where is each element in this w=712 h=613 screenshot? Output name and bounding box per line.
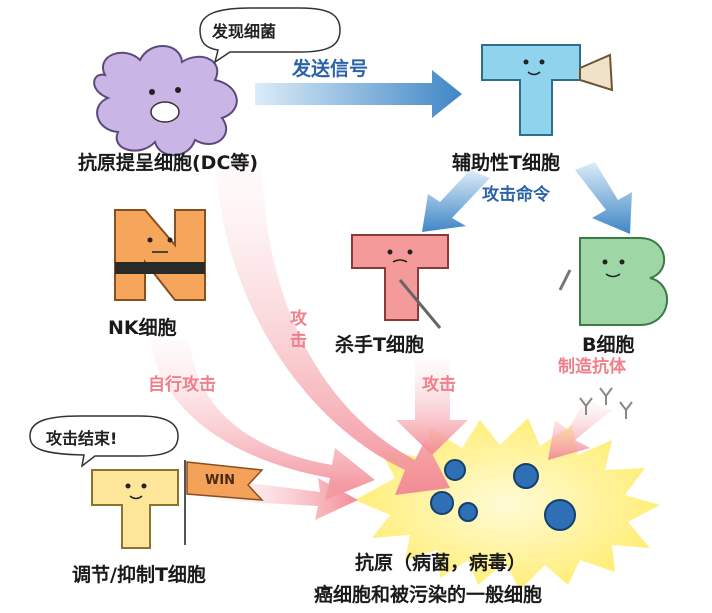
treg-cell	[91, 460, 264, 549]
wrench-icon	[558, 269, 572, 291]
make-antibody-label: 制造抗体	[558, 357, 626, 377]
arrow-command-left	[422, 170, 490, 232]
attack-label-dc: 攻击	[290, 309, 307, 351]
sword-icon	[398, 279, 442, 329]
killer-t-cell	[351, 234, 449, 329]
dc-cell-label: 抗原提呈细胞(DC等)	[78, 152, 259, 174]
helper-t-cell-label: 辅助性T细胞	[452, 152, 560, 174]
arrow-command-right	[575, 162, 632, 234]
b-cell	[558, 237, 668, 326]
helper-t-cell	[481, 44, 614, 136]
attack-command-label: 攻击命令	[482, 185, 550, 205]
virus-icon	[430, 491, 454, 515]
attack-label-killer: 攻击	[422, 375, 456, 395]
treg-speech-bubble	[29, 415, 179, 468]
b-cell-label: B细胞	[582, 334, 635, 356]
dc-speech-bubble	[199, 7, 341, 64]
nk-cell	[114, 209, 206, 301]
virus-group	[430, 459, 576, 531]
arrow-b-antibody	[548, 400, 612, 460]
antibody-icon	[579, 397, 593, 415]
virus-icon	[513, 463, 539, 489]
treg-speech-text: 攻击结束!	[46, 429, 118, 448]
antibody-icon	[619, 401, 633, 419]
virus-icon	[444, 459, 466, 481]
antibody-icon	[599, 387, 613, 405]
arrow-dc-attack	[215, 165, 450, 495]
dc-speech-text: 发现细菌	[212, 22, 277, 41]
dc-cell	[93, 45, 238, 157]
arrow-killer-attack	[396, 360, 468, 455]
treg-cell-label: 调节/抑制T细胞	[72, 564, 206, 586]
target-line1: 抗原（病菌，病毒）	[355, 552, 527, 574]
killer-t-cell-label: 杀手T细胞	[335, 334, 424, 356]
virus-icon	[458, 502, 478, 522]
target-line2: 癌细胞和被污染的一般细胞	[314, 584, 543, 606]
antibody-group	[579, 387, 633, 419]
nk-cell-label: NK细胞	[108, 317, 177, 339]
send-signal-label: 发送信号	[292, 58, 369, 80]
arrow-send-signal	[255, 70, 462, 118]
self-attack-label: 自行攻击	[148, 375, 216, 395]
win-flag-text: WIN	[205, 473, 236, 488]
megaphone-icon	[579, 53, 614, 92]
win-flag-icon	[186, 461, 264, 501]
arrow-nk-self-attack	[150, 340, 375, 500]
virus-icon	[544, 499, 576, 531]
